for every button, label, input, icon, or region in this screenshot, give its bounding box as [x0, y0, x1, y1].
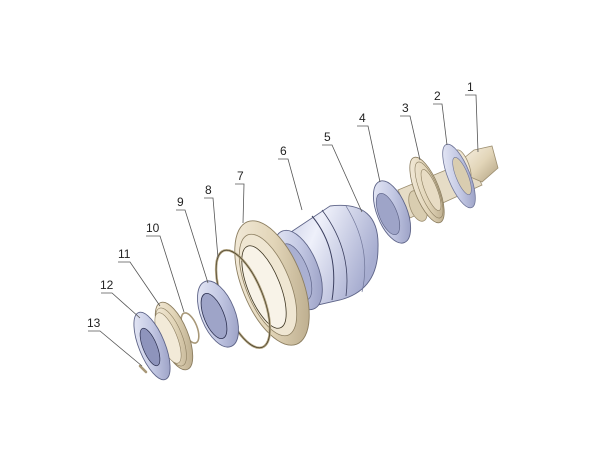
leader-7: [235, 183, 245, 224]
leader-3: [400, 115, 421, 161]
callout-5: 5: [324, 130, 331, 144]
callout-12: 12: [100, 278, 114, 292]
callout-2: 2: [434, 89, 441, 103]
part-11-threaded-nut: [154, 301, 194, 371]
callout-9: 9: [177, 195, 184, 209]
callout-13: 13: [87, 316, 101, 330]
leader-11: [118, 261, 161, 307]
leader-9: [176, 209, 209, 284]
leader-lines: [88, 94, 479, 367]
leader-1: [465, 94, 479, 153]
callout-1: 1: [467, 80, 474, 94]
leader-4: [357, 125, 381, 183]
callout-7: 7: [237, 169, 244, 183]
callout-4: 4: [359, 111, 366, 125]
callout-8: 8: [205, 183, 212, 197]
leader-12: [101, 292, 141, 319]
leader-2: [433, 103, 448, 146]
leader-10: [146, 235, 185, 313]
part-4-bearing-ring: [372, 180, 412, 244]
part-13-pin: [138, 364, 148, 374]
part-9-bearing: [197, 280, 239, 348]
callout-11: 11: [118, 247, 131, 261]
part-2-washer: [442, 143, 476, 209]
leader-5: [322, 144, 363, 213]
leader-13: [88, 330, 143, 367]
callout-3: 3: [402, 101, 409, 115]
callout-6: 6: [280, 144, 287, 158]
leader-8: [204, 197, 219, 259]
part-7-flange: [234, 220, 310, 346]
part-12-end-washer: [133, 311, 171, 381]
callout-10: 10: [146, 221, 160, 235]
part-3-threaded-ring: [409, 156, 445, 224]
leader-6: [278, 158, 303, 211]
